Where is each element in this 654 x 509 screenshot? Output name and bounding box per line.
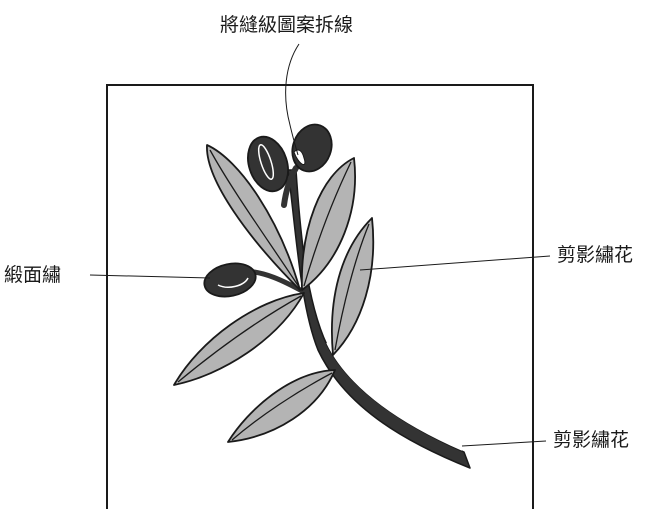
- olive-left: [203, 262, 257, 298]
- olive-top-left: [247, 135, 289, 193]
- label-seam-ripper: 將縫級圖案拆線: [220, 14, 354, 36]
- label-silhouette-lower: 剪影繡花: [553, 429, 630, 451]
- label-silhouette-upper: 剪影繡花: [557, 244, 634, 266]
- olive-twig-upper: [281, 165, 299, 208]
- leaf-right-silhouette: [331, 217, 375, 356]
- leader-line-right-upper: [359, 255, 551, 271]
- leader-line-right-lower: [461, 440, 547, 447]
- embroidery-frame: [106, 84, 534, 509]
- branch-highlight: [326, 342, 463, 451]
- leaf-lower-left: [173, 292, 305, 386]
- leaf-bottom: [227, 369, 336, 443]
- leaf-upper-right: [301, 157, 356, 291]
- leaf-upper-left: [206, 144, 301, 291]
- leader-line-left: [89, 274, 211, 279]
- leader-line-top: [285, 43, 300, 156]
- label-satin-stitch: 緞面繡: [4, 264, 62, 286]
